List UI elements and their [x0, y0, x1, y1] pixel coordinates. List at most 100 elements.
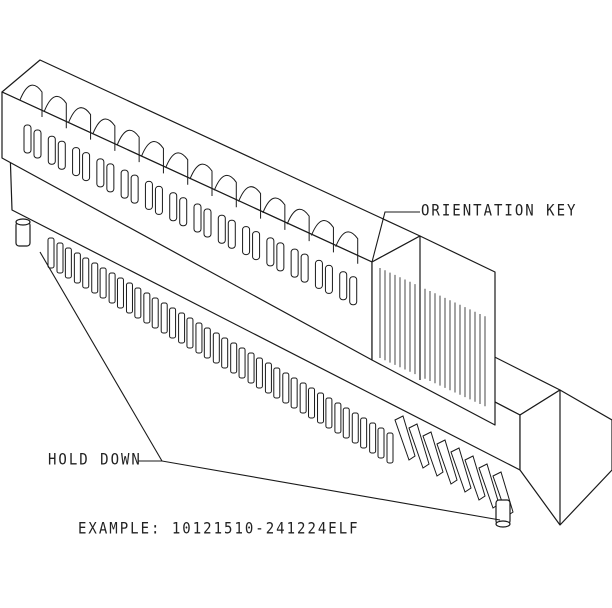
hold-down-label: HOLD DOWN — [48, 450, 142, 470]
solder-pin — [116, 277, 124, 309]
solder-pin — [238, 347, 246, 379]
solder-pin — [351, 412, 359, 444]
solder-pin — [99, 267, 107, 299]
solder-pin — [290, 377, 298, 409]
slot-window — [96, 158, 105, 188]
contact-tail — [408, 423, 430, 469]
solder-pin — [325, 397, 333, 429]
slot-window — [339, 271, 348, 301]
hold-down-right — [495, 499, 511, 528]
solder-pin — [186, 317, 194, 349]
slot-window — [72, 147, 81, 177]
example-part-number: EXAMPLE: 10121510-241224ELF — [78, 520, 360, 538]
slot-window — [33, 129, 42, 159]
latch-rib — [116, 129, 140, 163]
latch-rib — [68, 107, 92, 140]
slot-window — [23, 124, 32, 154]
slot-window — [169, 192, 178, 222]
solder-pin — [299, 382, 307, 414]
solder-pin — [360, 417, 368, 449]
example-label: EXAMPLE: — [78, 519, 162, 539]
solder-pin — [82, 257, 90, 289]
contact-tail — [422, 431, 444, 477]
slot-window — [217, 214, 226, 244]
slot-window — [349, 276, 358, 306]
solder-pin — [143, 292, 151, 324]
solder-pin — [64, 247, 72, 279]
latch-rib — [310, 220, 334, 253]
solder-pin — [255, 357, 263, 389]
slot-window — [266, 237, 275, 267]
solder-pin — [369, 422, 377, 454]
solder-pin — [386, 432, 394, 464]
solder-pin — [178, 312, 186, 344]
latch-rib — [286, 208, 310, 242]
slot-window — [300, 253, 309, 283]
slot-window — [179, 197, 188, 227]
slot-window — [242, 226, 251, 256]
end-block — [519, 389, 612, 526]
solder-pin — [47, 237, 55, 269]
slot-window — [193, 203, 202, 233]
solder-pin — [73, 252, 81, 284]
solder-pin — [230, 342, 238, 374]
solder-pin — [134, 287, 142, 319]
contact-tail — [436, 439, 458, 485]
latch-rib — [43, 95, 67, 129]
solder-pin — [317, 392, 325, 424]
solder-pin — [342, 407, 350, 439]
card-slot-section — [371, 235, 496, 426]
hold-down-left — [15, 218, 31, 247]
solder-pin — [160, 302, 168, 334]
slot-window — [290, 248, 299, 278]
solder-pin — [264, 362, 272, 394]
solder-pin — [308, 387, 316, 419]
solder-pin — [377, 427, 385, 459]
solder-pin — [282, 372, 290, 404]
slot-window — [314, 259, 323, 289]
orientation-key-label: ORIENTATION KEY — [421, 201, 578, 221]
solder-pin — [203, 327, 211, 359]
latch-rib — [213, 174, 237, 208]
slot-window — [144, 180, 153, 210]
slot-window — [203, 208, 212, 238]
slot-window — [57, 140, 66, 170]
slot-window — [120, 169, 129, 199]
part-number: 10121510-241224ELF — [171, 519, 360, 539]
latch-rib — [92, 118, 116, 151]
slot-window — [47, 135, 56, 165]
solder-pin — [108, 272, 116, 304]
latch-rib — [335, 231, 359, 264]
solder-pin — [247, 352, 255, 384]
slot-window — [324, 264, 333, 294]
solder-pin — [334, 402, 342, 434]
slot-window — [276, 242, 285, 272]
solder-pin — [151, 297, 159, 329]
contact-tail — [464, 455, 486, 501]
slot-window — [130, 174, 139, 204]
solder-pin — [212, 332, 220, 364]
latch-rib — [140, 141, 164, 174]
slot-window — [227, 219, 236, 249]
latch-rib — [19, 84, 43, 117]
solder-pin — [91, 262, 99, 294]
latch-rib — [262, 197, 286, 230]
contact-tail — [394, 415, 416, 461]
solder-pin — [169, 307, 177, 339]
contact-tail — [450, 447, 472, 493]
latch-rib — [165, 152, 189, 185]
slot-window — [106, 163, 115, 193]
solder-pin — [195, 322, 203, 354]
solder-pin — [221, 337, 229, 369]
hold-down-leader-2 — [39, 251, 163, 462]
latch-rib — [189, 163, 213, 196]
latch-rib — [238, 186, 262, 219]
slot-window — [252, 231, 261, 261]
orientation-key-leader — [371, 211, 420, 263]
slot-window — [154, 185, 163, 215]
solder-pin — [56, 242, 64, 274]
solder-pin — [273, 367, 281, 399]
solder-pin — [125, 282, 133, 314]
